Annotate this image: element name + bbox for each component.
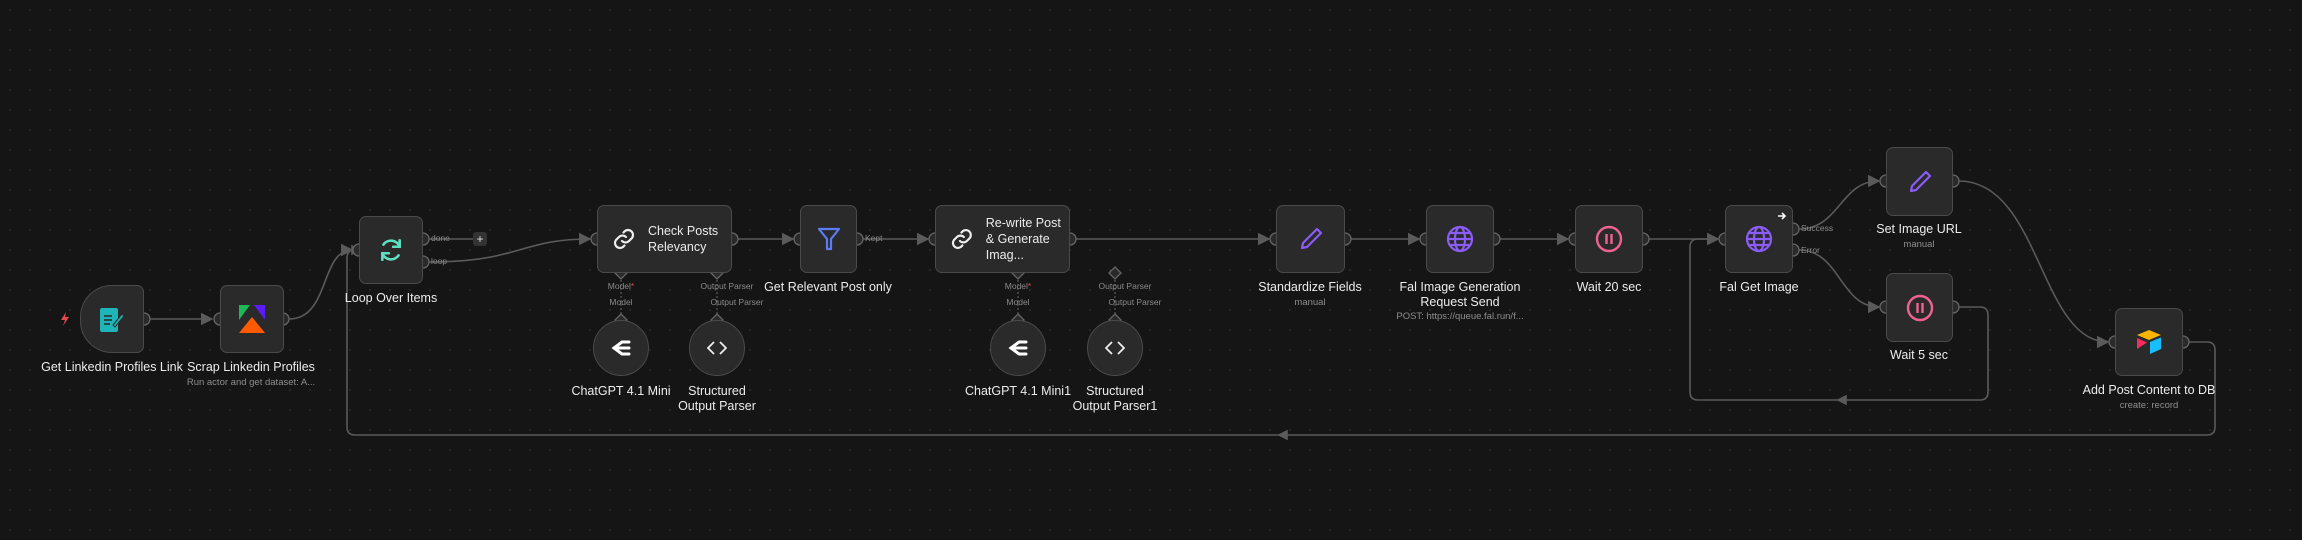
pause-icon: [1906, 294, 1933, 321]
node-subtitle: create: record: [2119, 400, 2179, 411]
node-wait-20-sec[interactable]: [1575, 205, 1643, 273]
airtable-icon: [2137, 330, 2161, 354]
node-set-image-url[interactable]: [1886, 147, 1953, 216]
node-get-linkedin-profiles-link[interactable]: [80, 285, 144, 353]
node-structured-output-parser[interactable]: [689, 320, 745, 376]
node-rewrite-post[interactable]: Re-write Post & Generate Imag...: [935, 205, 1070, 273]
node-label: Fal Get Image: [1719, 280, 1799, 294]
openrouter-icon: [1008, 340, 1028, 356]
node-chatgpt-4-1-mini1[interactable]: [990, 320, 1046, 376]
chain-link-icon: [951, 229, 972, 249]
arrow-right-icon: [1778, 212, 1787, 220]
code-brackets-icon: [707, 341, 727, 355]
openrouter-icon: [611, 340, 631, 356]
model-port-label: Model: [609, 297, 633, 307]
node-subtitle: POST: https://queue.fal.run/f...: [1396, 311, 1524, 322]
node-fal-image-generation[interactable]: [1426, 205, 1494, 273]
code-brackets-icon: [1105, 341, 1125, 355]
edge: [1798, 249, 1881, 314]
node-label: Get Relevant Post only: [764, 280, 892, 294]
parser-port-label: Output Parser: [1108, 297, 1162, 307]
parser-port-label: Output Parser: [710, 297, 764, 307]
node-label: Wait 20 sec: [1576, 280, 1642, 294]
pause-icon: [1595, 225, 1623, 253]
node-wait-5-sec[interactable]: [1886, 273, 1953, 342]
refresh-icon: [381, 238, 401, 262]
output-success-label: Success: [1801, 223, 1834, 233]
add-node-button[interactable]: +: [473, 232, 487, 246]
parser-connector-label: Output Parser: [700, 281, 754, 291]
node-get-relevant-post-only[interactable]: [800, 205, 857, 273]
node-label: Fal Image Generation Request Send: [1399, 280, 1521, 309]
node-standardize-fields[interactable]: [1276, 205, 1345, 273]
edge: [428, 232, 592, 263]
parser-connector-label: Output Parser: [1098, 281, 1152, 291]
node-label: Scrap Linkedin Profiles: [187, 360, 315, 374]
edge: [1958, 180, 2110, 349]
trigger-bolt-icon: [61, 312, 69, 326]
node-subtitle: Run actor and get dataset: A...: [186, 377, 316, 388]
globe-icon: [1446, 225, 1474, 253]
pencil-icon: [1909, 170, 1931, 192]
node-label: Re-write Post & Generate Imag...: [985, 216, 1061, 262]
node-subtitle: manual: [1903, 239, 1935, 250]
output-loop-label: loop: [431, 256, 448, 266]
apify-icon: [239, 305, 265, 333]
output-done-label: done: [431, 233, 450, 243]
node-loop-over-items[interactable]: [359, 216, 423, 284]
node-label: Set Image URL: [1876, 222, 1962, 236]
edge: [1798, 174, 1881, 230]
node-label: Structured Output Parser: [678, 384, 756, 413]
node-label: Check Posts Relevancy: [648, 224, 719, 254]
node-label: Add Post Content to DB: [2082, 383, 2216, 397]
node-scrap-linkedin-profiles[interactable]: [220, 285, 284, 353]
pencil-icon: [1300, 227, 1322, 250]
edge: [288, 243, 354, 320]
node-label: ChatGPT 4.1 Mini: [571, 384, 671, 398]
model-connector-label: Model*: [1004, 281, 1032, 291]
node-label: ChatGPT 4.1 Mini1: [964, 384, 1072, 398]
model-connector-label: Model*: [607, 281, 635, 291]
node-label: Loop Over Items: [344, 291, 438, 305]
form-icon: [100, 308, 125, 332]
filter-icon: [817, 227, 840, 251]
node-structured-output-parser1[interactable]: [1087, 320, 1143, 376]
node-add-post-content-to-db[interactable]: [2115, 308, 2183, 376]
node-fal-get-image[interactable]: [1725, 205, 1793, 273]
node-label: Wait 5 sec: [1890, 348, 1948, 362]
node-subtitle: manual: [1294, 297, 1326, 308]
node-chatgpt-4-1-mini[interactable]: [593, 320, 649, 376]
node-label: Standardize Fields: [1258, 280, 1362, 294]
output-error-label: Error: [1801, 245, 1820, 255]
globe-icon: [1745, 225, 1773, 253]
node-label: Get Linkedin Profiles Link: [41, 360, 183, 374]
node-check-posts-relevancy[interactable]: Check Posts Relevancy: [597, 205, 732, 273]
model-port-label: Model: [1006, 297, 1030, 307]
output-kept-label: Kept: [865, 233, 883, 243]
node-label: Structured Output Parser1: [1072, 384, 1158, 413]
chain-link-icon: [613, 228, 635, 250]
